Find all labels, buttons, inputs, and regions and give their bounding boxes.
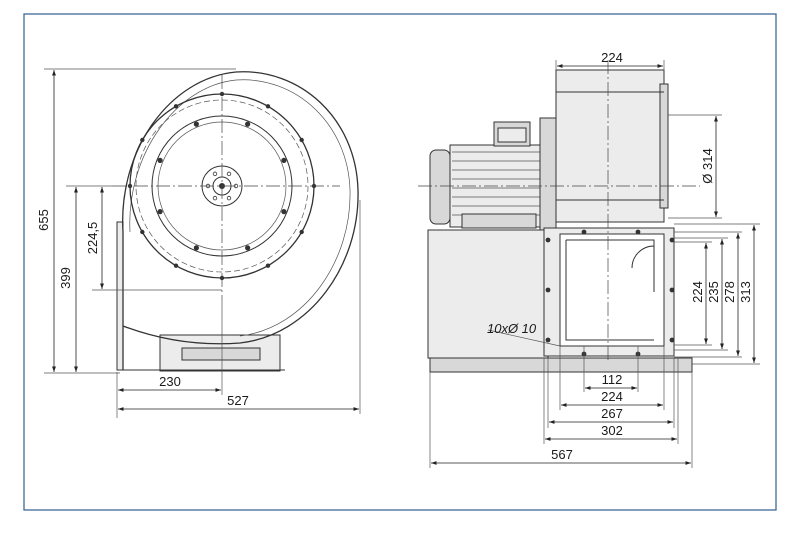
impeller-bolt xyxy=(193,121,199,127)
dim-399: 399 xyxy=(58,267,73,289)
dim-w302: 302 xyxy=(601,423,623,438)
outlet-bolt xyxy=(669,237,675,243)
dim-w112: 112 xyxy=(602,372,623,387)
dim-230: 230 xyxy=(159,374,181,389)
housing-bolt xyxy=(299,229,304,235)
impeller-bolt xyxy=(157,209,163,215)
dim-655: 655 xyxy=(36,209,51,231)
dim-w567: 567 xyxy=(551,447,573,462)
housing-bolt xyxy=(265,104,271,109)
housing-bolt xyxy=(173,263,179,268)
outlet-bolt xyxy=(545,237,551,243)
outlet-bolt xyxy=(545,337,551,343)
fan-housing xyxy=(555,69,665,223)
outlet-bolt xyxy=(635,229,641,235)
hole-note: 10xØ 10 xyxy=(487,321,537,336)
volute-housing xyxy=(122,71,359,345)
motor-flange xyxy=(539,117,557,231)
outlet-bolt xyxy=(545,287,551,293)
hub-hole xyxy=(226,195,232,201)
impeller-bolt xyxy=(245,121,251,127)
housing-bolt xyxy=(299,137,304,143)
hub-hole xyxy=(212,195,218,201)
side-view xyxy=(418,60,700,373)
impeller-bolt xyxy=(281,157,287,163)
front-dimensions: 655 399 224,5 230 527 xyxy=(36,68,361,418)
impeller-bolt xyxy=(157,157,163,163)
drawing-frame xyxy=(23,13,777,511)
outlet-opening xyxy=(559,233,665,347)
side-dimensions: 224 Ø 314 224 235 278 313 10xØ 10 xyxy=(429,50,760,468)
housing-bolt xyxy=(265,263,271,268)
hub-hole xyxy=(226,171,232,177)
housing-bolt xyxy=(173,104,179,109)
dim-224-5: 224,5 xyxy=(85,222,100,255)
impeller-bolt xyxy=(281,209,287,215)
dim-w224: 224 xyxy=(601,389,623,404)
front-view xyxy=(112,71,359,372)
hub-hole xyxy=(212,171,218,177)
outlet-bolt xyxy=(581,229,587,235)
dim-h235: 235 xyxy=(706,281,721,303)
dim-h224: 224 xyxy=(690,281,705,303)
front-outlet-flange xyxy=(116,221,124,371)
impeller-bolt xyxy=(245,245,251,251)
dim-h313: 313 xyxy=(738,281,753,303)
impeller-bolt xyxy=(193,245,199,251)
base-plate xyxy=(429,357,693,373)
dim-diameter-314: Ø 314 xyxy=(700,148,715,183)
outlet-bolt xyxy=(669,287,675,293)
motor-body xyxy=(429,149,451,225)
dim-w267: 267 xyxy=(601,406,623,421)
housing-bolt xyxy=(140,229,145,235)
outlet-bolt xyxy=(669,337,675,343)
pedestal xyxy=(427,229,549,359)
dim-housing-224: 224 xyxy=(601,50,623,65)
dim-527: 527 xyxy=(227,393,249,408)
housing-bolt xyxy=(140,137,145,143)
dim-h278: 278 xyxy=(722,281,737,303)
